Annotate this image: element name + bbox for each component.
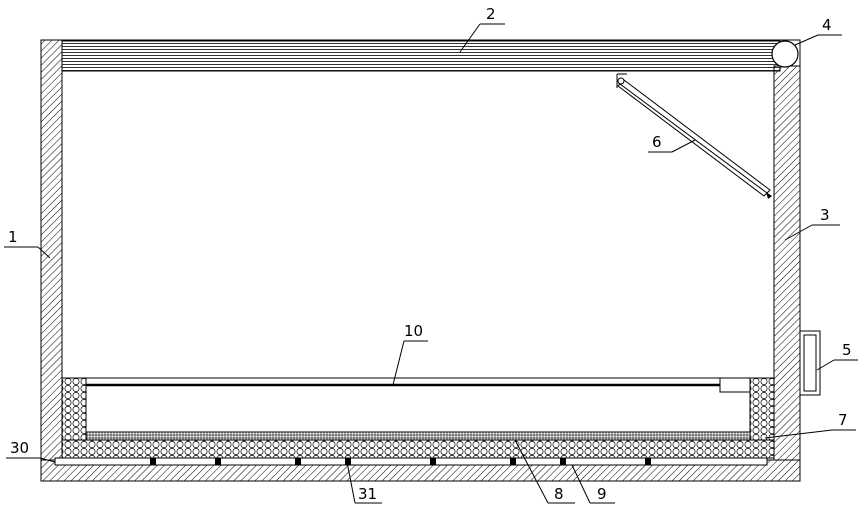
- left-wall: [40, 39, 63, 461]
- label-7: 7: [838, 411, 848, 429]
- label-4: 4: [822, 16, 832, 34]
- label-3: 3: [820, 206, 830, 224]
- label-30: 30: [10, 439, 29, 457]
- label-6: 6: [652, 133, 662, 151]
- mesh-layer: [85, 431, 751, 441]
- label-9: 9: [597, 485, 607, 503]
- support-strut: [616, 73, 772, 199]
- right-wall: [773, 65, 801, 461]
- label-31: 31: [358, 485, 377, 503]
- side-handle: [799, 330, 821, 396]
- label-10: 10: [404, 322, 423, 340]
- label-5: 5: [842, 341, 852, 359]
- label-8: 8: [554, 485, 564, 503]
- label-1: 1: [8, 228, 18, 246]
- top-roll-cover: [61, 40, 781, 72]
- tray: [85, 377, 751, 441]
- roller: [771, 40, 799, 68]
- label-2: 2: [486, 5, 496, 23]
- leader-lines: [4, 23, 858, 504]
- bottom-rail: [54, 457, 768, 466]
